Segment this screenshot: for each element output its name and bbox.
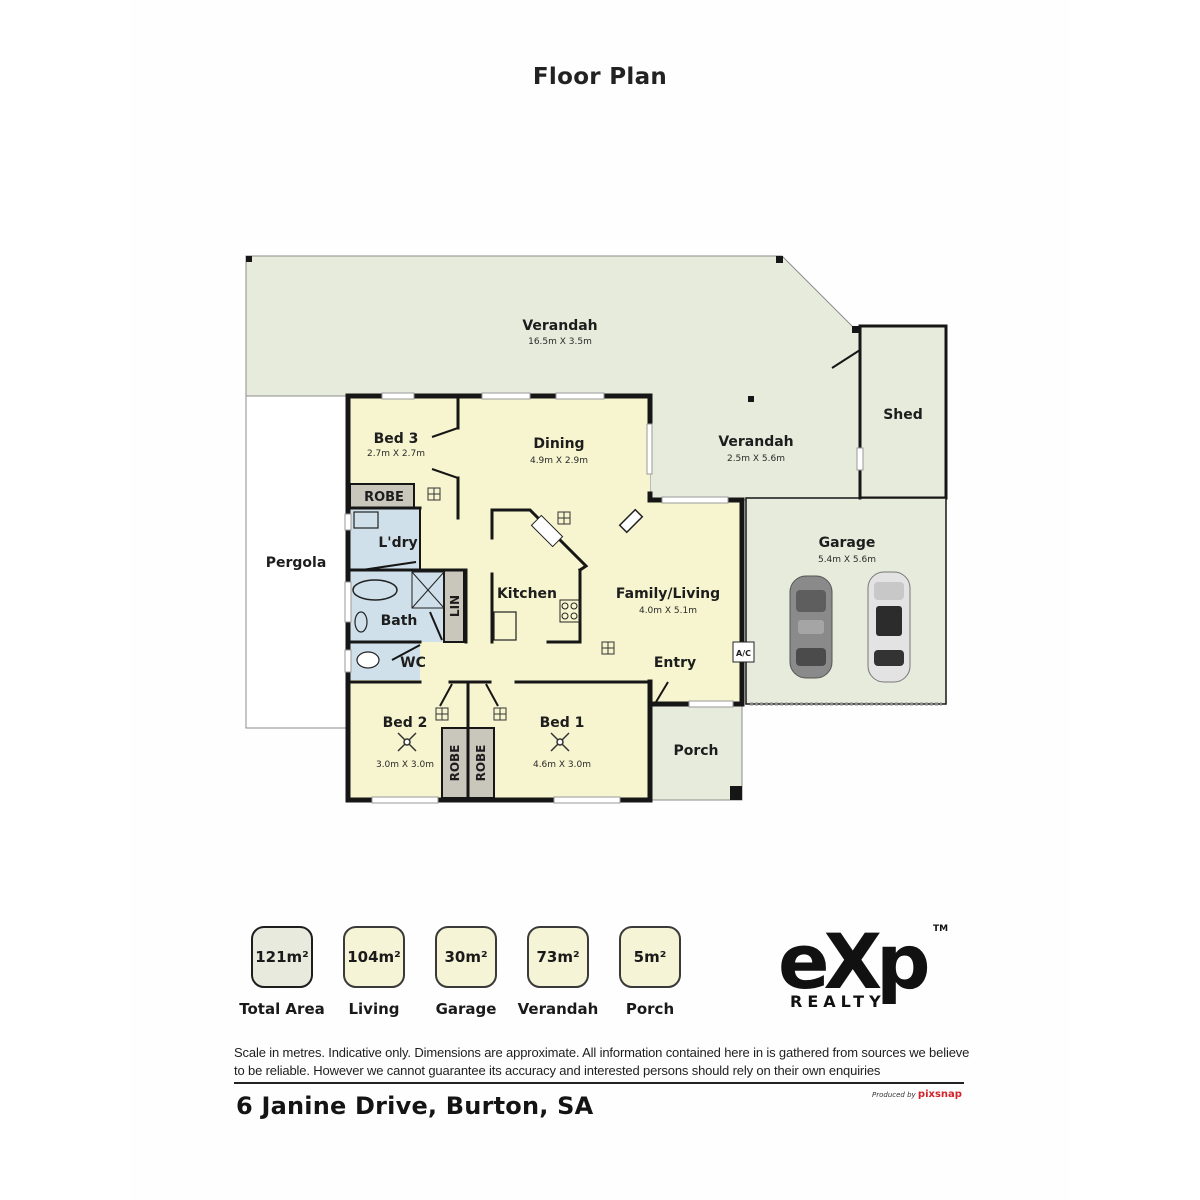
room-label-robe-bed1: ROBE — [474, 745, 488, 782]
cooktop-icon — [559, 599, 581, 623]
area-label-porch: Porch — [625, 1000, 675, 1018]
producer-credit: Produced by pixsnap — [872, 1089, 962, 1100]
kitchen-sink-icon — [530, 514, 564, 548]
room-label-laundry: L'dry — [378, 535, 417, 551]
shed-area — [858, 324, 948, 500]
room-dims-verandah-main: 16.5m X 3.5m — [528, 337, 592, 347]
area-label-living: Living — [348, 1000, 400, 1018]
shower-icon — [411, 571, 445, 609]
room-label-shed: Shed — [883, 407, 923, 423]
brand-logo-sub: REALTY — [790, 992, 886, 1011]
area-label-verandah: Verandah — [517, 1000, 599, 1018]
room-label-porch: Porch — [673, 743, 718, 759]
windows — [344, 392, 864, 804]
area-value-total: 121m² — [251, 926, 313, 988]
disclaimer-text: Scale in metres. Indicative only. Dimens… — [234, 1045, 970, 1078]
garage-area — [745, 497, 947, 705]
area-stat-garage: 30m² Garage — [420, 926, 512, 1018]
room-dims-bed3: 2.7m X 2.7m — [367, 449, 425, 459]
posts — [246, 256, 859, 800]
brand-logo: eXp TM REALTY — [778, 924, 948, 1014]
room-label-pergola: Pergola — [266, 555, 327, 571]
room-label-wc: WC — [400, 655, 426, 671]
room-dims-dining: 4.9m X 2.9m — [530, 456, 588, 466]
room-label-bed2: Bed 2 — [383, 715, 428, 731]
area-stat-total: 121m² Total Area — [236, 926, 328, 1018]
room-label-bath: Bath — [381, 613, 418, 629]
area-value-garage: 30m² — [435, 926, 497, 988]
brand-logo-tm: TM — [933, 924, 949, 934]
porch-area — [649, 703, 743, 801]
area-label-garage: Garage — [435, 1000, 497, 1018]
door-swings — [361, 349, 861, 707]
fridge-space-icon — [493, 611, 517, 641]
area-value-verandah: 73m² — [527, 926, 589, 988]
ac-unit-box — [732, 641, 755, 663]
room-label-garage: Garage — [819, 535, 876, 551]
ac-unit-label: A/C — [736, 649, 751, 658]
room-label-linen: LIN — [448, 595, 462, 617]
room-dims-verandah-side: 2.5m X 5.6m — [727, 454, 785, 464]
room-label-bed1: Bed 1 — [540, 715, 585, 731]
car-icon — [867, 571, 911, 683]
brand-logo-mark: eXp — [778, 917, 931, 1006]
room-label-verandah-side: Verandah — [718, 434, 793, 450]
room-label-entry: Entry — [654, 655, 696, 671]
room-label-robe-bed3: ROBE — [364, 490, 404, 505]
room-label-bed3: Bed 3 — [374, 431, 419, 447]
area-value-living: 104m² — [343, 926, 405, 988]
area-stat-verandah: 73m² Verandah — [512, 926, 604, 1018]
area-label-total: Total Area — [239, 1000, 325, 1018]
room-dims-bed1: 4.6m X 3.0m — [533, 760, 591, 770]
robe-bed3-area — [349, 483, 415, 509]
page-title: Floor Plan — [532, 64, 668, 90]
cooktop-burners — [561, 602, 578, 620]
car-icon — [789, 575, 833, 679]
room-dims-bed2: 3.0m X 3.0m — [376, 760, 434, 770]
fireplace-icon — [618, 508, 644, 534]
footer-divider — [234, 1082, 964, 1084]
room-label-kitchen: Kitchen — [497, 586, 557, 602]
room-dims-garage: 5.4m X 5.6m — [818, 555, 876, 565]
property-address: 6 Janine Drive, Burton, SA — [236, 1092, 594, 1120]
room-label-dining: Dining — [533, 436, 584, 452]
basin-icon — [354, 611, 368, 633]
producer-prefix: Produced by — [872, 1091, 916, 1099]
area-stat-living: 104m² Living — [328, 926, 420, 1018]
laundry-area — [348, 508, 420, 570]
producer-brand: pixsnap — [917, 1089, 962, 1100]
toilet-icon — [356, 651, 380, 669]
area-value-porch: 5m² — [619, 926, 681, 988]
laundry-tub-icon — [353, 511, 379, 529]
area-summary: 121m² Total Area 104m² Living 30m² Garag… — [236, 926, 696, 1018]
skylight-icons — [427, 487, 615, 721]
living-zone — [348, 396, 742, 800]
bathtub-icon — [352, 579, 398, 601]
ceiling-fan-icon — [397, 732, 570, 752]
room-label-family-living: Family/Living — [616, 586, 720, 602]
area-stat-porch: 5m² Porch — [604, 926, 696, 1018]
pergola-area — [245, 395, 349, 729]
room-label-verandah-main: Verandah — [522, 318, 597, 334]
room-dims-family-living: 4.0m X 5.1m — [639, 606, 697, 616]
room-label-robe-bed2: ROBE — [448, 745, 462, 782]
